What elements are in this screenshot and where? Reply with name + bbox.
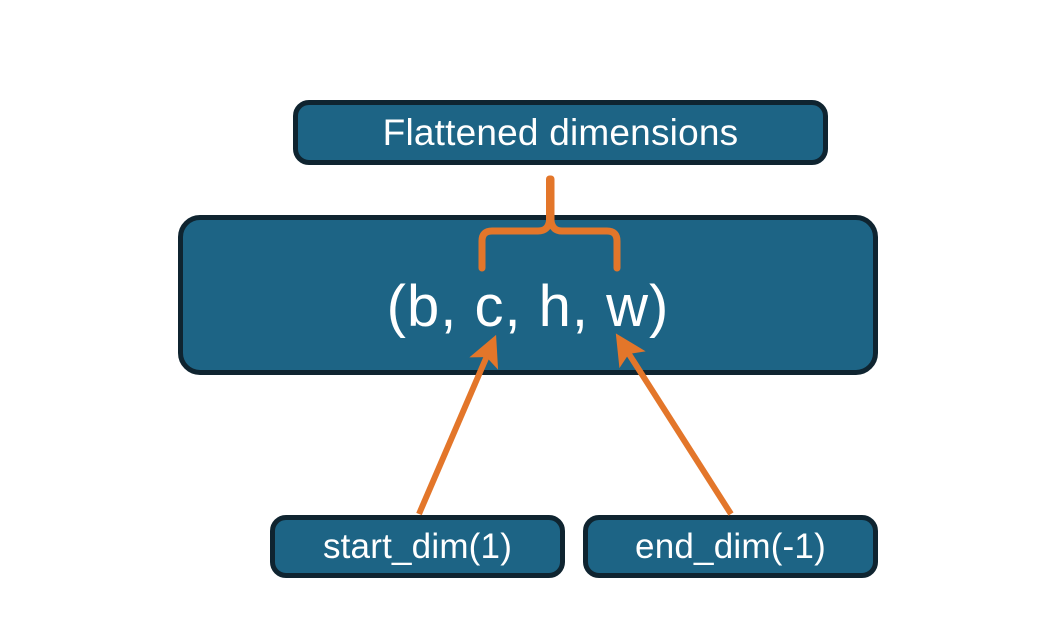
node-start-dim-label: start_dim(1) bbox=[322, 527, 513, 566]
node-start-dim[interactable]: start_dim(1) bbox=[270, 515, 565, 578]
node-flattened-dimensions-label: Flattened dimensions bbox=[382, 112, 739, 153]
node-flattened-dimensions[interactable]: Flattened dimensions bbox=[293, 100, 828, 165]
node-end-dim-label: end_dim(-1) bbox=[635, 527, 826, 566]
node-end-dim[interactable]: end_dim(-1) bbox=[583, 515, 878, 578]
node-tensor-shape-label: (b, c, h, w) bbox=[386, 274, 670, 339]
node-tensor-shape[interactable]: (b, c, h, w) bbox=[178, 215, 878, 375]
